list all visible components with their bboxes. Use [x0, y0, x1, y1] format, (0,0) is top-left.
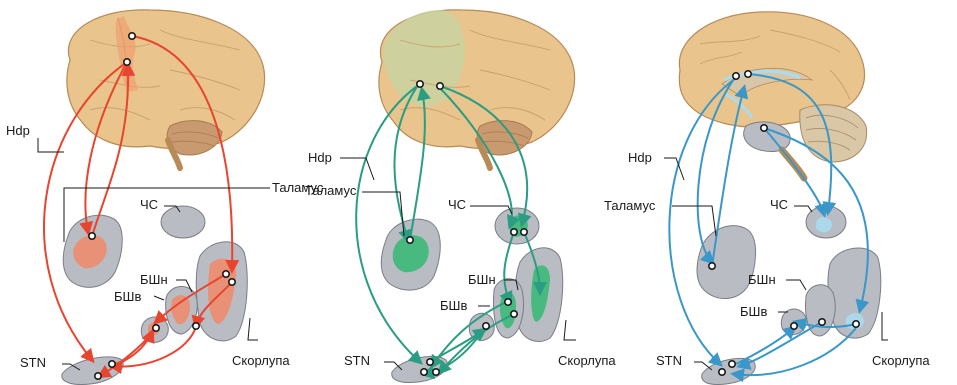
label-putamen-1: Скорлупа — [232, 354, 290, 367]
label-bshv-1: БШв — [114, 290, 141, 303]
label-bshv-3: БШв — [740, 305, 767, 318]
label-hdp-3: Hdp — [628, 151, 652, 164]
cs-shape-1 — [161, 206, 205, 238]
label-stn-3: STN — [656, 354, 682, 367]
brain-medial-3 — [679, 12, 866, 178]
label-thalamus-2: Таламус — [305, 184, 356, 197]
label-cs-3: ЧС — [770, 198, 788, 211]
label-cs-1: ЧС — [140, 198, 158, 211]
label-bshn-2: БШн — [468, 273, 496, 286]
thalamus-shape-3 — [697, 226, 756, 299]
brain-lateral-2 — [379, 10, 575, 168]
label-bshn-1: БШн — [140, 273, 168, 286]
label-bshn-3: БШн — [748, 273, 776, 286]
label-stn-1: STN — [20, 356, 46, 369]
label-hdp-1: Hdp — [6, 124, 30, 137]
label-thalamus-3: Таламус — [604, 199, 655, 212]
label-putamen-3: Скорлупа — [872, 354, 930, 367]
label-putamen-2: Скорлупа — [558, 354, 616, 367]
label-hdp-2: Hdp — [308, 151, 332, 164]
label-cs-2: ЧС — [448, 198, 466, 211]
gpi-shape-3 — [781, 309, 806, 334]
label-bshv-2: БШв — [440, 299, 467, 312]
label-stn-2: STN — [344, 354, 370, 367]
